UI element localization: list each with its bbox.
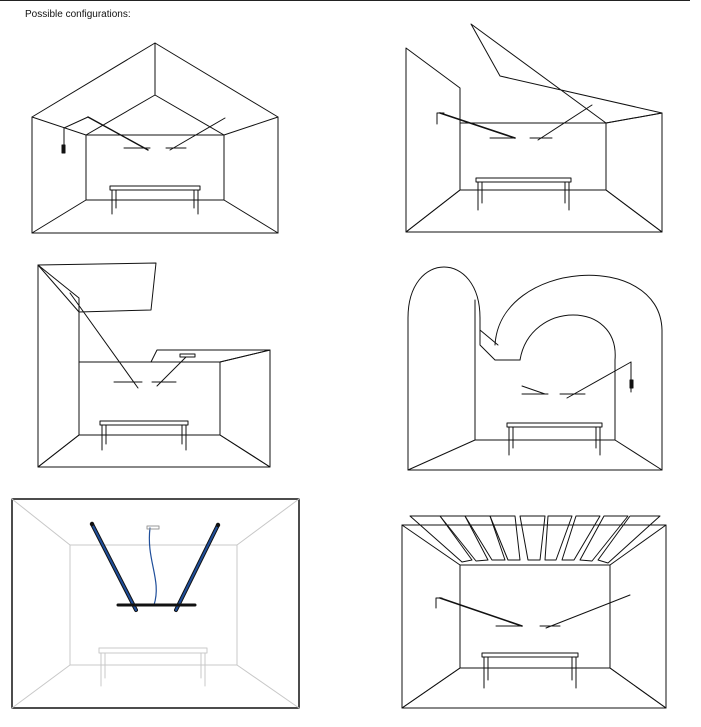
config-2-sloped-panel	[405, 23, 663, 233]
config-2-floor	[405, 189, 663, 233]
config-5-lamp	[89, 521, 221, 612]
config-1-outline	[31, 42, 279, 234]
config-2-left-wall	[405, 47, 461, 233]
config-3-left-wall	[37, 264, 80, 468]
config-5-highlighted	[11, 498, 300, 709]
config-3-suspended-panels	[37, 262, 271, 468]
config-3-lamp	[69, 292, 187, 389]
config-1-ridge	[31, 94, 279, 136]
config-3-panel-lower	[150, 349, 271, 363]
config-3-floor	[37, 434, 271, 468]
config-6-baffles	[401, 515, 667, 564]
config-1-lamp	[61, 116, 226, 154]
config-6-table	[481, 652, 579, 689]
section-heading: Possible configurations:	[25, 9, 131, 20]
config-1-table	[109, 185, 201, 215]
config-6-baffle	[401, 515, 667, 709]
top-divider	[0, 0, 690, 1]
config-4-left-vault	[407, 266, 481, 471]
config-6-lamp	[435, 594, 631, 629]
config-4-vaulted	[407, 266, 663, 471]
config-1-back-wall	[85, 134, 225, 201]
config-3-table	[99, 420, 189, 451]
config-6-floor	[401, 667, 667, 709]
config-4-right-vault	[494, 274, 663, 471]
config-6-right-wall	[609, 524, 667, 709]
config-3-panel-top	[37, 262, 157, 313]
config-3-right-wall	[219, 349, 271, 468]
config-2-table	[475, 177, 572, 211]
config-5-frame	[11, 498, 300, 709]
config-4-lamp	[521, 361, 634, 399]
config-2-right-wall	[605, 112, 663, 233]
config-2-lamp	[436, 104, 593, 141]
config-1-gable	[31, 42, 279, 234]
config-2-ceiling-panel	[470, 23, 663, 124]
config-4-inner-arch	[519, 314, 616, 441]
config-4-table	[506, 422, 603, 456]
